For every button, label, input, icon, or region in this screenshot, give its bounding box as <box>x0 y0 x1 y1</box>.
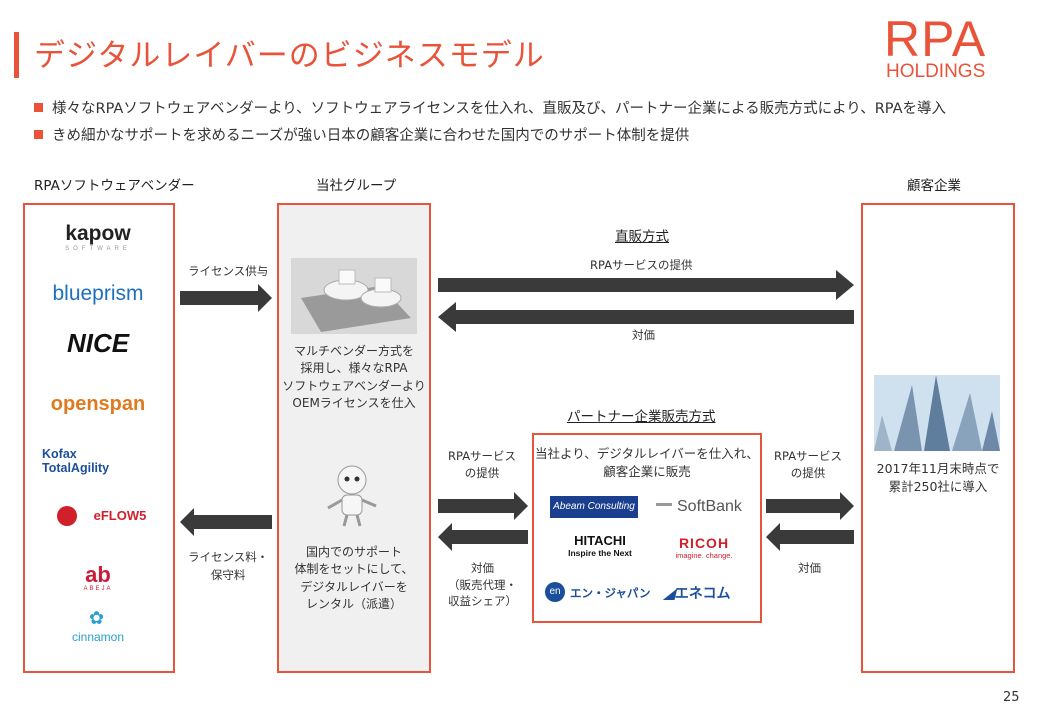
arrow-right-license <box>180 284 272 312</box>
group-header: 当社グループ <box>316 178 397 194</box>
arrow-right-to-customer <box>766 492 854 520</box>
enecom-mark-icon: ◢ <box>664 585 675 601</box>
payment-label: 対価 <box>632 328 655 342</box>
partner-box <box>532 433 762 623</box>
partner-logo-en-japan: エン・ジャパン <box>570 588 651 600</box>
group-description-2: 国内でのサポート体制をセットにして、デジタルレイバーをレンタル（派遣） <box>294 545 414 612</box>
company-logo: RPA <box>884 11 987 67</box>
license-supply-label: ライセンス供与 <box>188 264 269 278</box>
page-title: デジタルレイバーのビジネスモデル <box>34 38 545 74</box>
arrow-left-from-customer <box>766 523 854 551</box>
vendors-header: RPAソフトウェアベンダー <box>34 178 195 194</box>
bullet-1: 様々なRPAソフトウェアベンダーより、ソフトウェアライセンスを仕入れ、直販及び、… <box>34 97 946 118</box>
vendor-logo-nice: NICE <box>66 328 130 358</box>
partner-logo-ricoh: RICOH imagine. change. <box>675 535 733 560</box>
partner-logo-hitachi: HITACHI Inspire the Next <box>568 533 632 558</box>
arrow-left-from-partner <box>438 523 528 551</box>
partner-sales-label: パートナー企業販売方式 <box>567 409 716 425</box>
en-japan-logo-icon: en <box>545 582 565 602</box>
vendor-logo-openspan: openspan <box>50 393 146 415</box>
partner-description: 当社より、デジタルレイバーを仕入れ、顧客企業に販売 <box>535 446 759 480</box>
arrow-right-to-partner <box>438 492 528 520</box>
rpa-service-label-3: RPAサービスの提供 <box>774 449 843 481</box>
partner-logo-abeam: Abeam Consulting <box>550 496 638 518</box>
bullet-square-icon <box>34 130 43 139</box>
vendor-logo-cinnamon: cinnamon <box>71 630 125 644</box>
arrow-left-direct <box>438 302 854 332</box>
payment-label-3: 対価 <box>798 561 821 575</box>
vendor-logo-kapow: kapow SOFTWARE <box>65 222 131 252</box>
bullet-2: きめ細かなサポートを求めるニーズが強い日本の顧客企業に合わせた国内でのサポート体… <box>34 124 689 145</box>
vendor-logo-blueprism: blueprism <box>52 282 144 305</box>
title-accent-bar <box>14 32 19 78</box>
robot-mascot-icon <box>327 465 377 527</box>
arrow-right-direct <box>438 270 854 300</box>
arrow-left-fee <box>180 508 272 536</box>
license-fee-label: ライセンス料・保守料 <box>188 550 269 583</box>
customers-header: 顧客企業 <box>907 178 961 194</box>
vendors-box <box>23 203 175 673</box>
robot-hands-image <box>291 258 417 334</box>
vendor-logo-kofax: Kofax TotalAgility <box>42 447 110 475</box>
skyscrapers-image <box>874 375 1000 451</box>
vendor-logo-abeja-text: ABEJA <box>83 586 113 592</box>
softbank-bars-icon <box>656 503 672 506</box>
cinnamon-flower-icon: ✿ <box>89 608 105 629</box>
customer-description: 2017年11月末時点で累計250社に導入 <box>876 461 1000 495</box>
page-number: 25 <box>1003 690 1020 705</box>
tis-logo-icon <box>57 506 77 526</box>
bullet-square-icon <box>34 103 43 112</box>
vendor-logo-abeja: ab <box>85 562 111 587</box>
company-logo-sub: HOLDINGS <box>886 61 986 82</box>
partner-logo-softbank: SoftBank <box>656 498 742 516</box>
rpa-service-label: RPAサービスの提供 <box>590 258 693 272</box>
direct-sales-label: 直販方式 <box>615 229 669 245</box>
payment-label-2: 対価（販売代理・収益シェア） <box>448 561 517 609</box>
vendor-logo-eflow: eFLOW5 <box>93 508 147 523</box>
partner-logo-enecom: ◢エネコム <box>664 585 731 601</box>
rpa-service-label-2: RPAサービスの提供 <box>448 449 517 481</box>
